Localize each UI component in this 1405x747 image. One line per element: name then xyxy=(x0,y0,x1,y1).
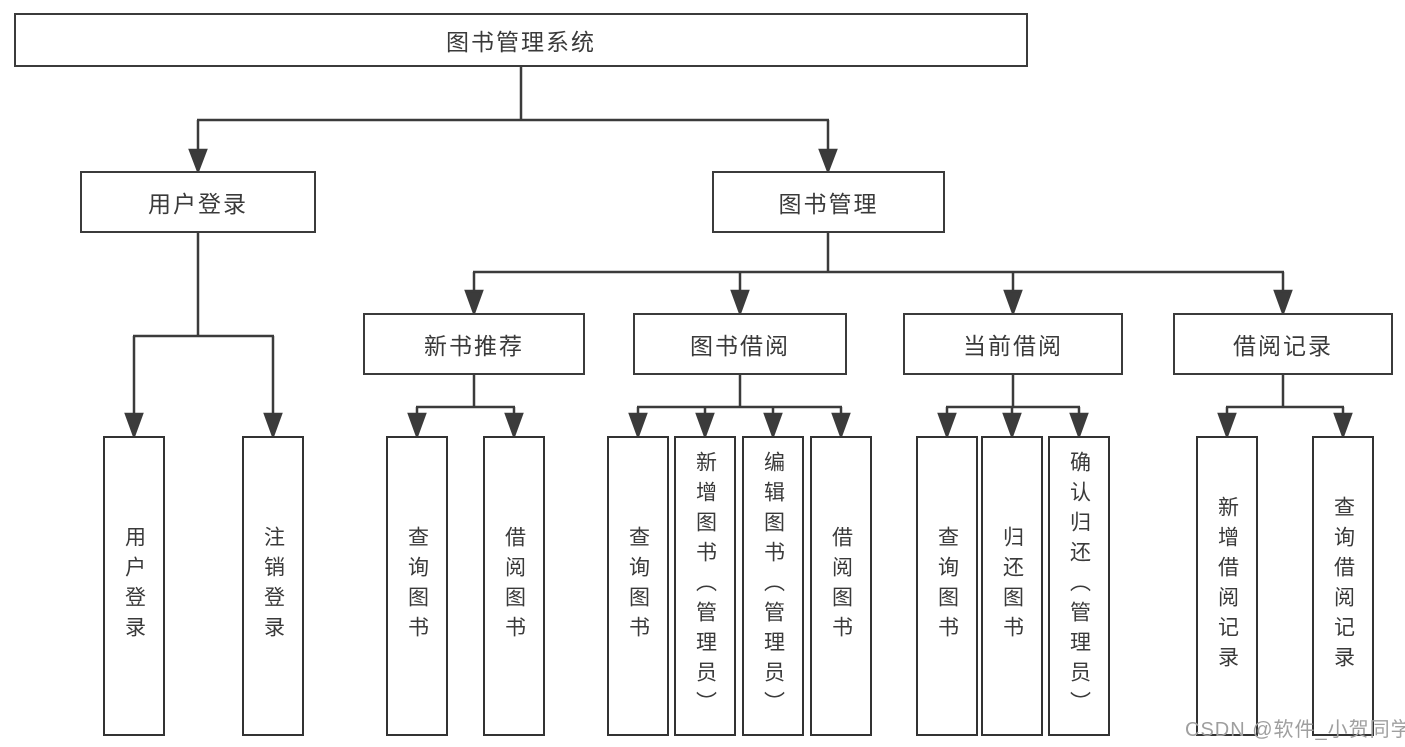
node-root-system: 图书管理系统 xyxy=(14,13,1028,67)
csdn-watermark: CSDN @软件_小贺同学 xyxy=(1185,719,1405,741)
leaf-logout: 注销登录 xyxy=(242,436,304,736)
leaf-query-book-recommend: 查询图书 xyxy=(386,436,448,736)
leaf-user-login: 用户登录 xyxy=(103,436,165,736)
node-user-login: 用户登录 xyxy=(80,171,316,233)
leaf-query-book-borrow: 查询图书 xyxy=(607,436,669,736)
node-borrow-records: 借阅记录 xyxy=(1173,313,1393,375)
leaf-borrow-book-recommend: 借阅图书 xyxy=(483,436,545,736)
node-book-management: 图书管理 xyxy=(712,171,945,233)
node-book-borrow: 图书借阅 xyxy=(633,313,847,375)
node-new-book-recommend: 新书推荐 xyxy=(363,313,585,375)
leaf-edit-book-admin: 编辑图书（管理员） xyxy=(742,436,804,736)
leaf-query-book-current: 查询图书 xyxy=(916,436,978,736)
leaf-add-book-admin: 新增图书（管理员） xyxy=(674,436,736,736)
leaf-return-book: 归还图书 xyxy=(981,436,1043,736)
leaf-confirm-return-admin: 确认归还（管理员） xyxy=(1048,436,1110,736)
leaf-borrow-book: 借阅图书 xyxy=(810,436,872,736)
leaf-add-borrow-record: 新增借阅记录 xyxy=(1196,436,1258,736)
leaf-query-borrow-record: 查询借阅记录 xyxy=(1312,436,1374,736)
node-current-borrow: 当前借阅 xyxy=(903,313,1123,375)
